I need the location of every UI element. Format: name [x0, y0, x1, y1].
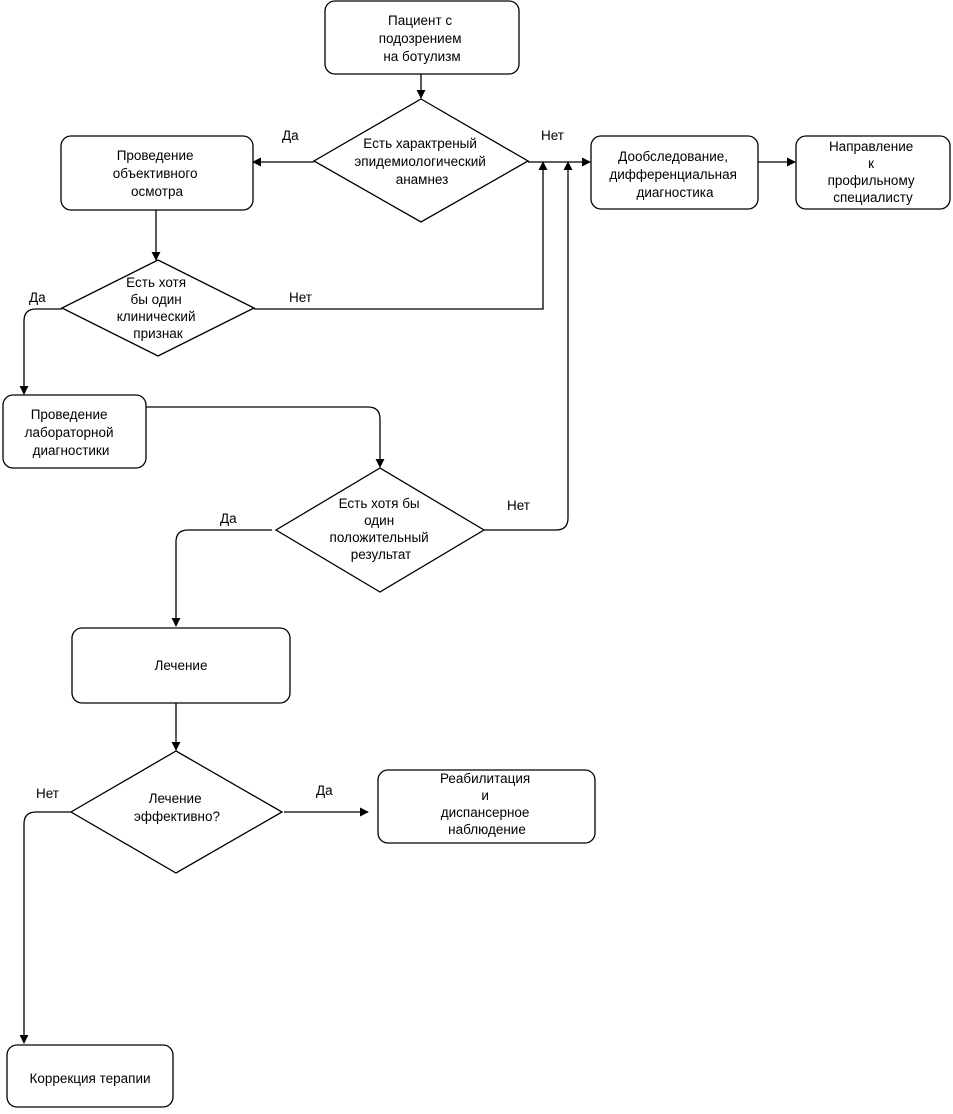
decision-treatment-effective-line: эффективно?	[134, 809, 220, 824]
decision-lab-result-line: Есть хотя бы	[339, 496, 420, 511]
decision-clinical-sign-line: клинический	[117, 309, 196, 324]
node-referral-line: к	[868, 156, 874, 171]
decision-epidemiological-line: анамнез	[396, 172, 449, 187]
svg-text:Лечение: Лечение	[155, 658, 208, 673]
node-referral-line: специалисту	[833, 190, 913, 205]
node-physical-exam-line: объективного	[113, 166, 198, 181]
decision-lab-result: Есть хотя бы один положительный результа…	[274, 467, 486, 593]
edge-label-effective-yes: Да	[316, 783, 333, 798]
node-further-exam-line: диагностика	[637, 185, 714, 200]
decision-clinical-sign-line: Есть хотя	[126, 275, 186, 290]
svg-text:Пациент с подозрением: Пациент с подозрением на ботулизм	[379, 13, 466, 64]
svg-text:Направление к проф: Направление к профильному специалисту	[828, 139, 919, 205]
node-start-line: на ботулизм	[383, 49, 460, 64]
node-rehabilitation: Реабилитация и диспансерное наблюдение	[377, 769, 596, 844]
edge-effective-no-to-correction	[19, 811, 73, 1044]
node-referral-line: Направление	[829, 139, 913, 154]
edge-label-epid-yes: Да	[282, 128, 299, 143]
node-treatment: Лечение	[71, 627, 291, 704]
node-physical-exam-line: осмотра	[131, 184, 183, 199]
decision-treatment-effective: Лечение эффективно?	[69, 750, 284, 874]
svg-text:Проведение объективного: Проведение объективного осмотра	[113, 148, 202, 199]
svg-text:Есть хотя бы один: Есть хотя бы один клинический признак	[117, 275, 200, 341]
node-physical-exam-line: Проведение	[117, 148, 194, 163]
edge-label-epid-no: Нет	[541, 128, 564, 143]
svg-text:Реабилитация и дис: Реабилитация и диспансерное наблюдение	[440, 771, 534, 837]
node-referral-line: профильному	[828, 173, 915, 188]
node-lab-diagnostics: Проведение лабораторной диагностики	[2, 394, 147, 469]
node-rehabilitation-line: наблюдение	[448, 822, 526, 837]
decision-clinical-sign-line: бы один	[130, 292, 181, 307]
decision-lab-result-line: положительный	[330, 530, 429, 545]
node-rehabilitation-line: Реабилитация	[440, 771, 530, 786]
node-lab-diagnostics-line: лабораторной	[25, 425, 114, 440]
svg-text:Лечение эффективно?: Лечение эффективно?	[134, 791, 220, 824]
decision-treatment-effective-line: Лечение	[149, 791, 202, 806]
node-rehabilitation-line: диспансерное	[441, 805, 530, 820]
svg-text:Коррекция терапии: Коррекция терапии	[29, 1071, 150, 1086]
decision-clinical-sign: Есть хотя бы один клинический признак	[60, 259, 256, 357]
edge-label-effective-no: Нет	[36, 786, 59, 801]
edge-label-clinical-yes: Да	[29, 290, 46, 305]
svg-text:Есть характреный эпидеми: Есть характреный эпидемиологический анам…	[354, 136, 489, 187]
svg-text:Есть хотя бы один: Есть хотя бы один положительный результа…	[330, 496, 433, 562]
node-lab-diagnostics-line: Проведение	[31, 407, 108, 422]
node-therapy-correction: Коррекция терапии	[6, 1044, 174, 1108]
svg-text:Проведение лабораторной: Проведение лабораторной диагностики	[25, 407, 118, 458]
node-lab-diagnostics-line: диагностики	[33, 443, 110, 458]
edge-clinical-no-to-further	[254, 161, 548, 310]
decision-epidemiological: Есть характреный эпидемиологический анам…	[312, 98, 530, 223]
edge-lab-to-labq	[146, 406, 385, 468]
edge-labels: Да Нет Да Нет Да Нет Да Нет	[29, 128, 564, 801]
edge-label-clinical-no: Нет	[289, 290, 312, 305]
node-start-line: Пациент с	[388, 13, 452, 28]
node-start-line: подозрением	[379, 31, 462, 46]
node-further-exam-line: дифференциальная	[609, 167, 737, 182]
decision-lab-result-line: один	[364, 513, 394, 528]
edge-labq-no-to-further	[484, 161, 573, 531]
node-start: Пациент с подозрением на ботулизм	[324, 0, 520, 75]
decision-epidemiological-line: эпидемиологический	[354, 154, 485, 169]
decision-lab-result-line: результат	[351, 547, 412, 562]
node-referral: Направление к профильному специалисту	[795, 135, 951, 210]
edge-label-lab-yes: Да	[220, 511, 237, 526]
decision-epidemiological-line: Есть характреный	[363, 136, 477, 151]
svg-text:Дообследование, дифферен: Дообследование, дифференциальная диагнос…	[609, 149, 740, 200]
node-further-exam-line: Дообследование,	[618, 149, 728, 164]
node-physical-exam: Проведение объективного осмотра	[60, 135, 254, 211]
edge-clinical-yes-to-lab	[19, 308, 62, 395]
edge-label-lab-no: Нет	[507, 498, 530, 513]
node-further-exam: Дообследование, дифференциальная диагнос…	[590, 135, 759, 210]
node-therapy-correction-line: Коррекция терапии	[29, 1071, 150, 1086]
node-rehabilitation-line: и	[481, 788, 489, 803]
decision-clinical-sign-line: признак	[133, 326, 183, 341]
edge-labq-yes-to-treatment	[171, 529, 272, 627]
edges	[19, 74, 796, 1044]
node-treatment-line: Лечение	[155, 658, 208, 673]
